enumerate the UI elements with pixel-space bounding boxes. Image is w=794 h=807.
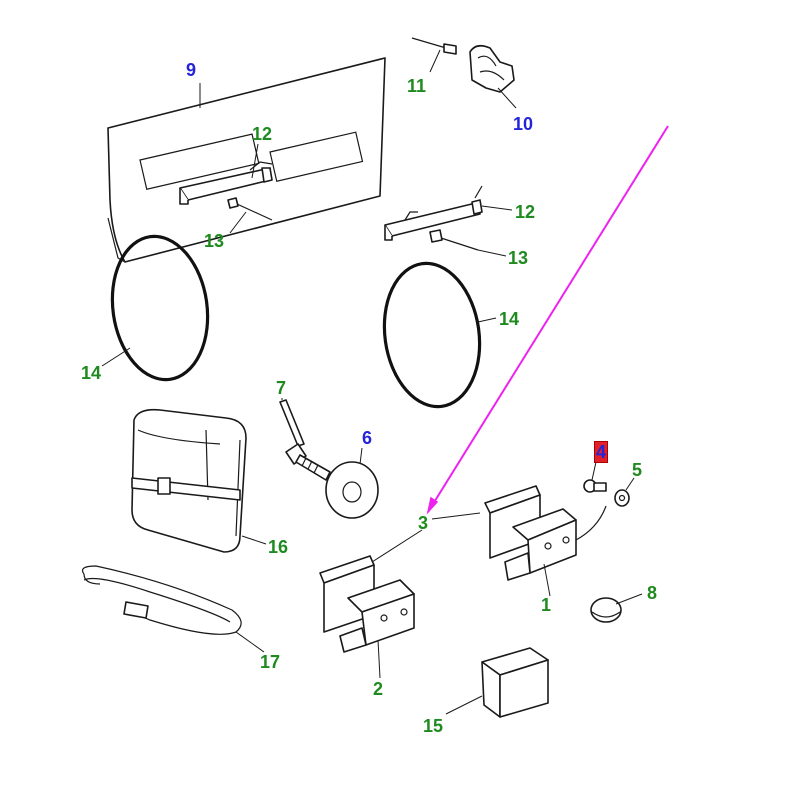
callout-2: 2: [373, 679, 384, 699]
part-8-cap: [590, 597, 622, 623]
part-6-washer: [325, 461, 379, 519]
callout-14-left: 14: [81, 363, 102, 383]
part-13-rivet-upper: [227, 197, 273, 221]
part-15-box: [481, 647, 549, 718]
part-4-screw: [583, 479, 607, 493]
part-12-bracket-lower: [384, 185, 483, 241]
callout-3: 3: [418, 513, 429, 533]
callout-13-lower: 13: [508, 248, 529, 268]
callout-8: 8: [647, 583, 658, 603]
part-2-holder: [319, 555, 415, 653]
part-7-crank-handle: [279, 399, 331, 481]
part-11-pin: [411, 37, 457, 55]
callout-7: 7: [276, 378, 287, 398]
pointer-arrow: [426, 125, 669, 515]
callout-14-right: 14: [499, 309, 520, 329]
part-9-mounting-board: [107, 57, 386, 263]
callout-1: 1: [541, 595, 552, 615]
part-10-clip: [469, 44, 515, 93]
part-14-ring-right: [382, 261, 482, 409]
part-1-holder: [484, 485, 607, 581]
callout-4[interactable]: 4: [594, 441, 609, 463]
part-16-pouch: [131, 408, 247, 553]
callout-11: 11: [407, 76, 427, 96]
part-13-rivet-lower: [429, 229, 479, 251]
callout-16: 16: [268, 537, 289, 557]
callout-17: 17: [260, 652, 281, 672]
callout-13-upper: 13: [204, 231, 225, 251]
part-17-strap: [81, 565, 242, 635]
part-5-washer: [614, 489, 630, 507]
callout-15: 15: [423, 716, 444, 736]
callout-10: 10: [513, 114, 534, 134]
leader-lines: [101, 49, 643, 715]
callout-6: 6: [362, 428, 373, 448]
callout-12-lower: 12: [515, 202, 536, 222]
callout-9: 9: [186, 60, 197, 80]
part-12-bracket-upper: [179, 161, 273, 205]
callout-5: 5: [632, 460, 643, 480]
part-14-ring-left: [110, 234, 210, 382]
callout-12-upper: 12: [252, 124, 273, 144]
